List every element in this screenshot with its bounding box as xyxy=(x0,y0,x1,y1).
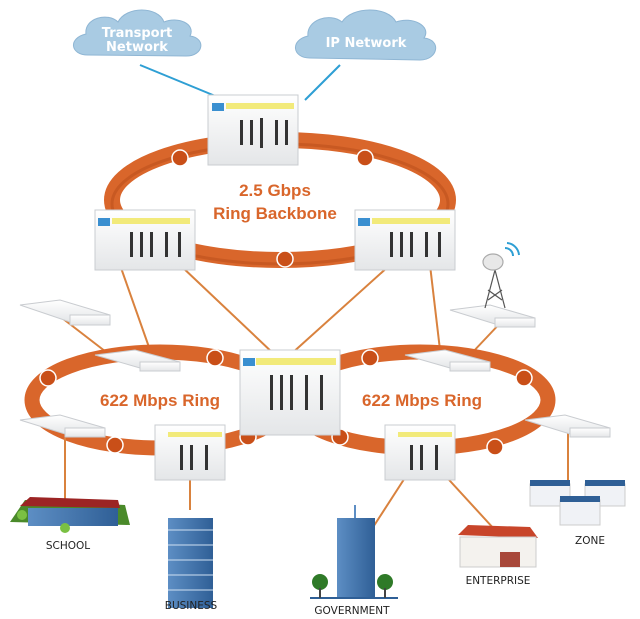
transport-network-cloud: Transport Network xyxy=(73,9,202,57)
link-marker-icon xyxy=(39,369,57,387)
left-ring-chassis xyxy=(154,424,226,481)
ip-link xyxy=(304,64,341,101)
link-marker-icon xyxy=(171,149,189,167)
left-ring-label: 622 Mbps Ring xyxy=(100,391,220,410)
school-building-icon xyxy=(10,497,130,533)
site-label-school: SCHOOL xyxy=(46,540,90,552)
site-label-government: GOVERNMENT xyxy=(314,605,390,617)
right-ring-chassis xyxy=(384,424,456,481)
link-right-center xyxy=(289,264,391,356)
backbone-label-line2: Ring Backbone xyxy=(213,204,337,223)
link-marker-icon xyxy=(486,438,504,456)
right-ring-label: 622 Mbps Ring xyxy=(362,391,482,410)
site-label-business: BUSINESS xyxy=(165,600,218,612)
enterprise-building-icon xyxy=(458,525,538,568)
ip-network-cloud: IP Network xyxy=(295,9,436,61)
core-chassis-top xyxy=(207,94,299,166)
link-marker-icon xyxy=(206,349,224,367)
transport-network-label-line1: Transport xyxy=(102,26,172,41)
transport-network-label-line2: Network xyxy=(106,40,168,55)
link-marker-icon xyxy=(106,436,124,454)
link-marker-icon xyxy=(276,250,294,268)
site-label-enterprise: ENTERPRISE xyxy=(466,575,531,587)
link-left-ring xyxy=(119,264,151,351)
backbone-chassis-left xyxy=(94,209,196,271)
link-marker-icon xyxy=(361,349,379,367)
radio-tower-icon xyxy=(482,242,520,309)
access-devices xyxy=(19,299,611,438)
backbone-label-line1: 2.5 Gbps xyxy=(239,181,311,200)
link-marker-icon xyxy=(356,149,374,167)
business-building-icon xyxy=(168,518,213,608)
government-building-icon xyxy=(310,505,398,599)
link-right-ring xyxy=(429,264,441,351)
ip-network-label: IP Network xyxy=(326,36,407,51)
site-label-zone: ZONE xyxy=(575,535,605,547)
backbone-chassis-right xyxy=(354,209,456,271)
zone-buildings-icon xyxy=(529,480,626,526)
link-marker-icon xyxy=(515,369,533,387)
center-chassis xyxy=(239,349,341,436)
transport-link xyxy=(139,64,226,101)
link-left-center xyxy=(179,264,276,356)
